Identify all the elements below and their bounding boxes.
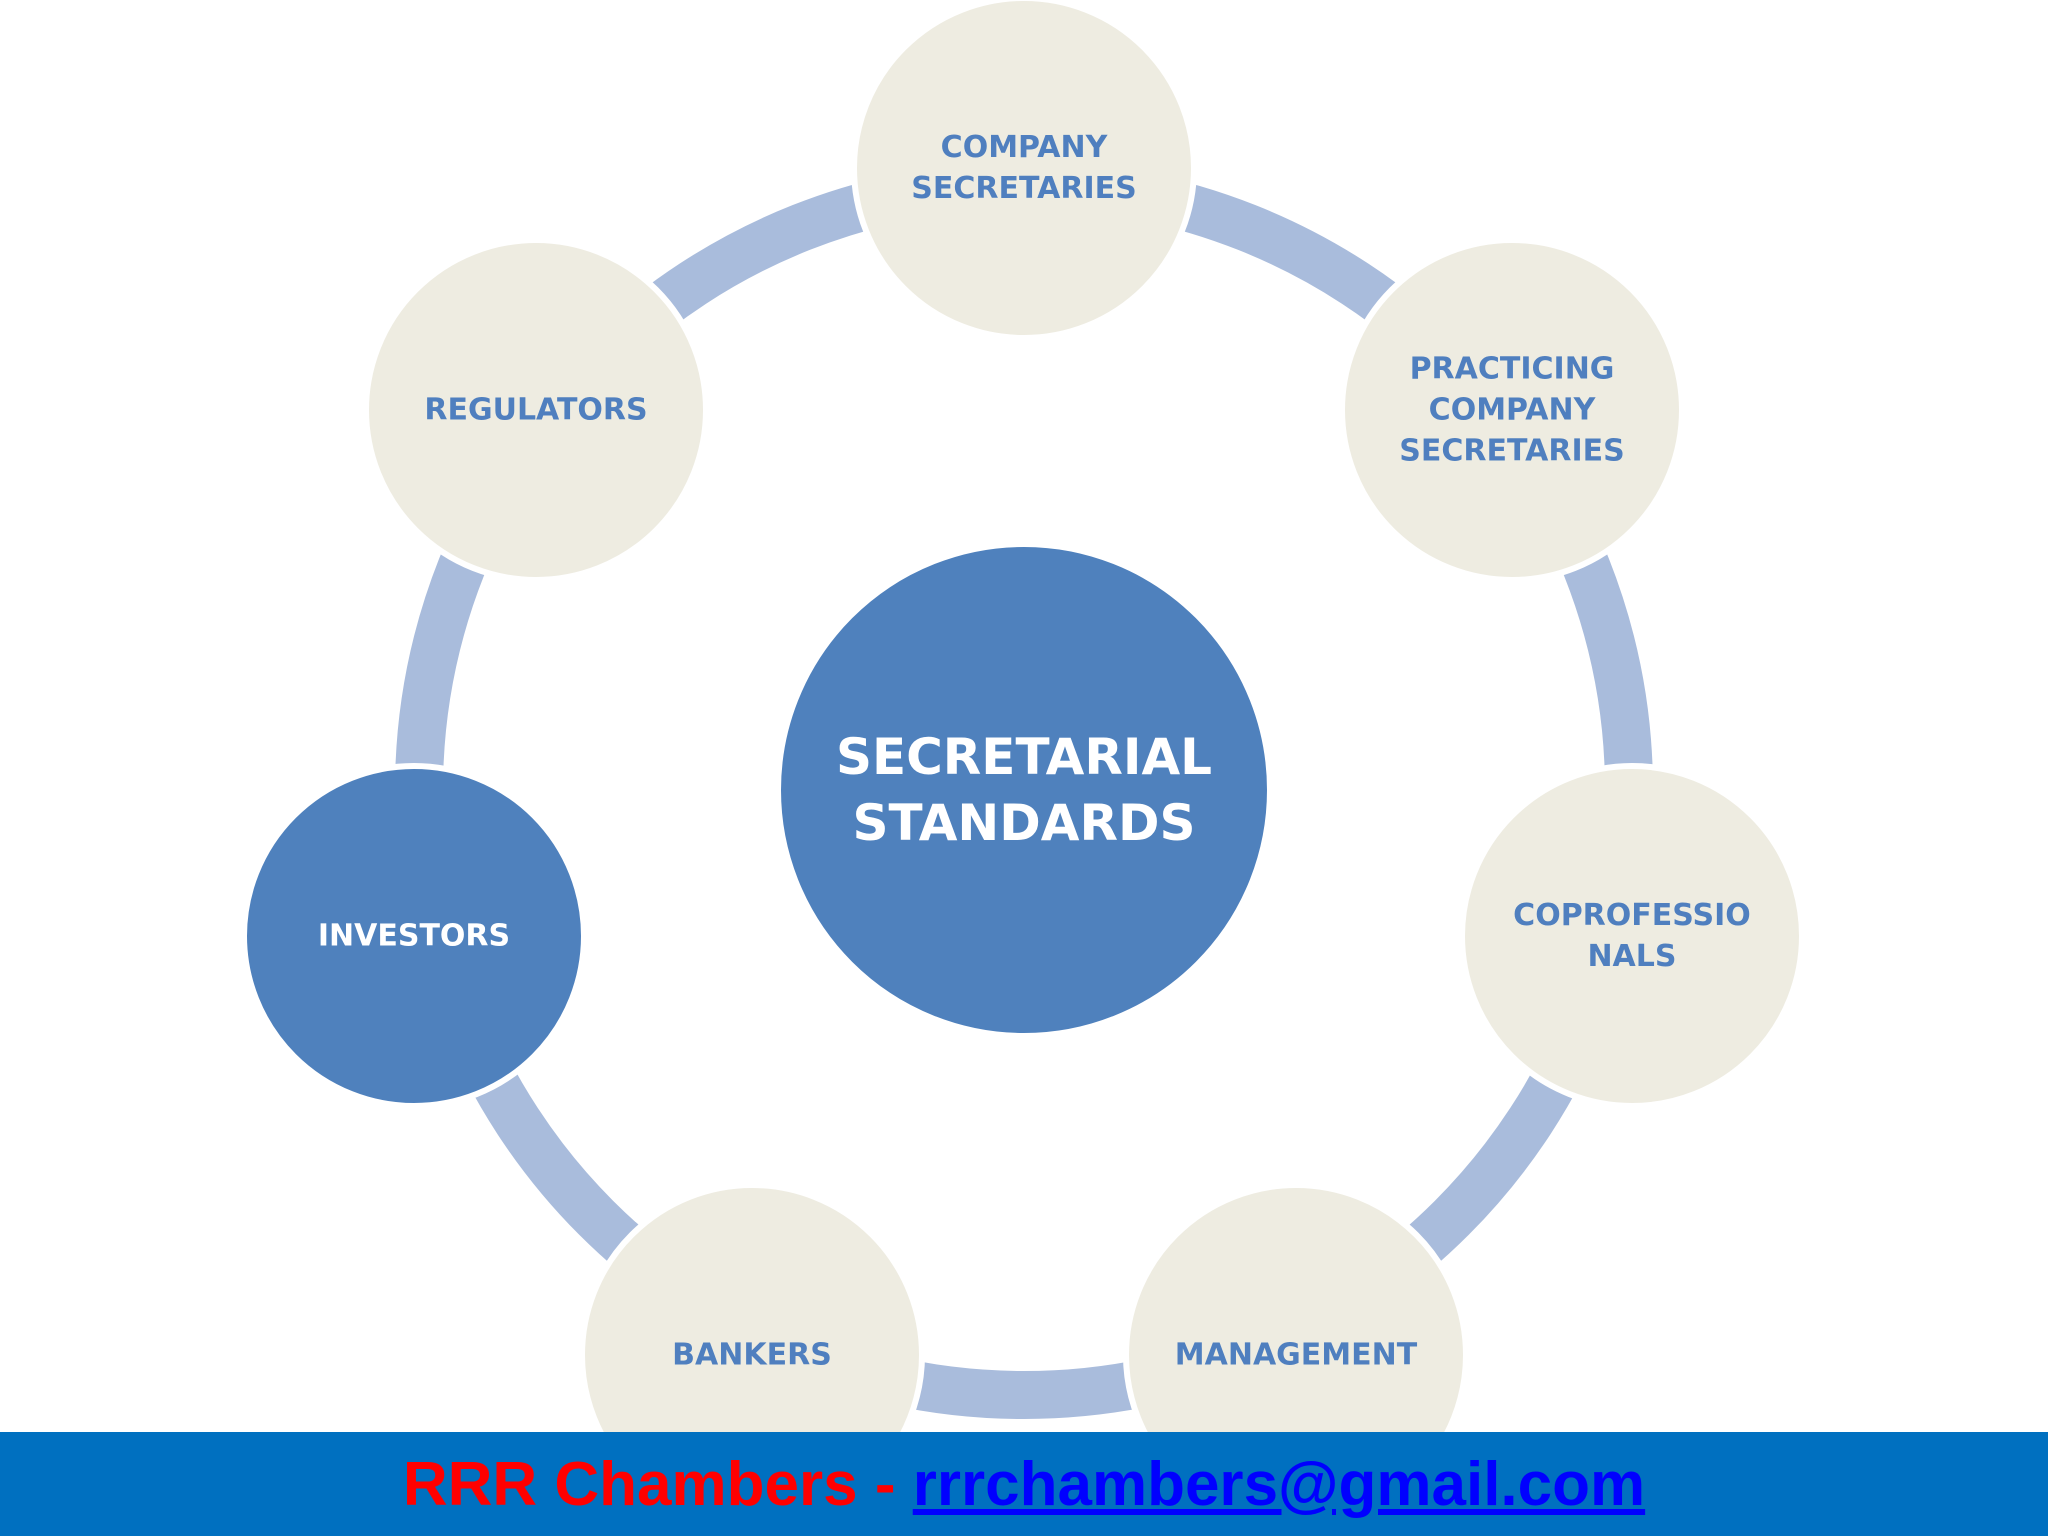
node-circle-company-secretaries [851,0,1197,341]
node-circle-regulators [363,237,709,583]
node-label-practicing-company-secretaries: PRACTICING COMPANY SECRETARIES [1399,351,1625,469]
node-label-management: MANAGEMENT [1174,1337,1418,1373]
node-label-bankers: BANKERS [672,1337,832,1373]
center-label-secretarial-standards: SECRETARIAL STANDARDS [835,728,1213,852]
node-label-regulators: REGULATORS [424,392,648,428]
node-circle-practicing-company-secretaries [1339,237,1685,583]
center-circle [777,543,1271,1037]
footer-company-name: RRR Chambers [402,1449,858,1519]
footer-text: RRR Chambers - rrrchambers@gmail.com [403,1449,1645,1520]
footer-separator: - [857,1449,913,1519]
footer-email-link[interactable]: rrrchambers@gmail.com [912,1449,1646,1519]
node-label-investors: INVESTORS [317,918,511,954]
node-label-coprofessionals: COPROFESSIO NALS [1513,898,1751,974]
node-circle-coprofessionals [1459,763,1805,1109]
footer-banner: RRR Chambers - rrrchambers@gmail.com [0,1432,2048,1536]
node-circle-investors [241,763,587,1109]
node-label-company-secretaries: COMPANY SECRETARIES [911,130,1137,206]
